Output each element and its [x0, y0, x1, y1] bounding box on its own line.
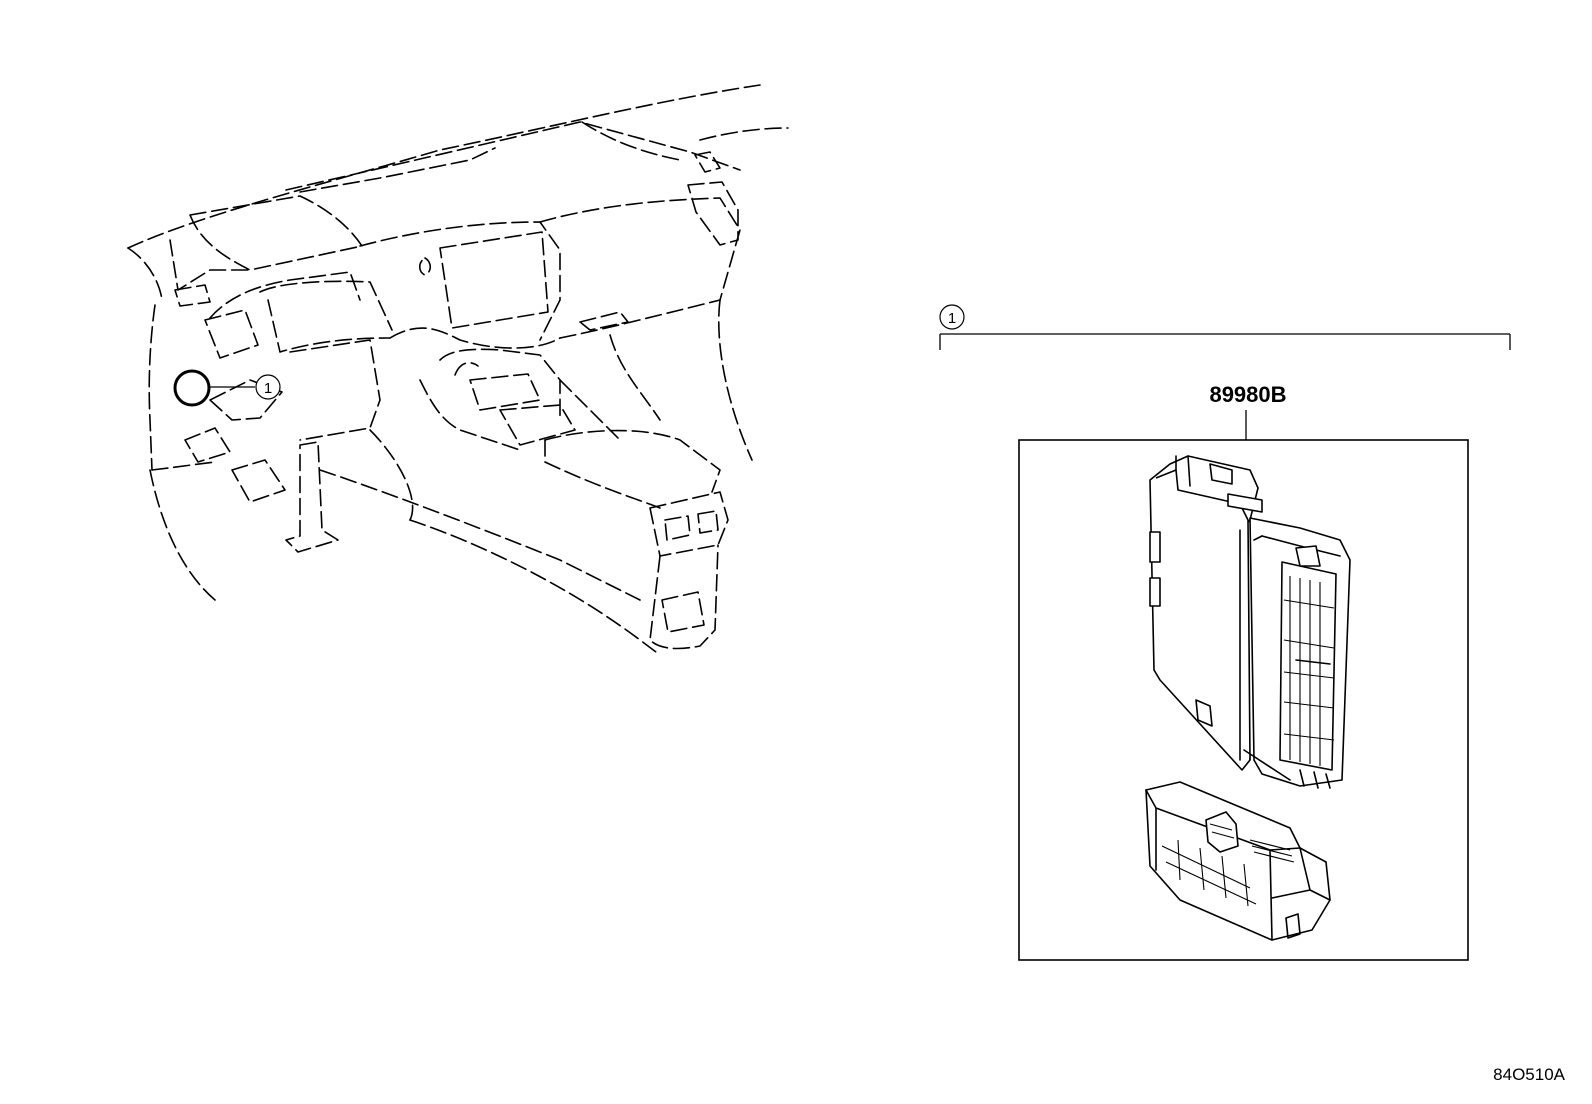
connector-illustration: [1145, 781, 1331, 941]
location-marker: [173, 369, 255, 407]
figure-code: 84O510A: [1493, 1065, 1565, 1084]
dashboard-illustration: [127, 84, 789, 656]
part-number-label: 89980B: [1209, 382, 1286, 407]
callout-1-right-label: 1: [948, 310, 956, 327]
callout-1-right: 1: [939, 304, 965, 330]
callout-1-left: 1: [255, 374, 281, 400]
assembly-bracket: [939, 333, 1511, 350]
control-module-illustration: [1149, 455, 1351, 789]
part-box: [1018, 439, 1469, 961]
callout-1-left-label: 1: [264, 380, 272, 397]
